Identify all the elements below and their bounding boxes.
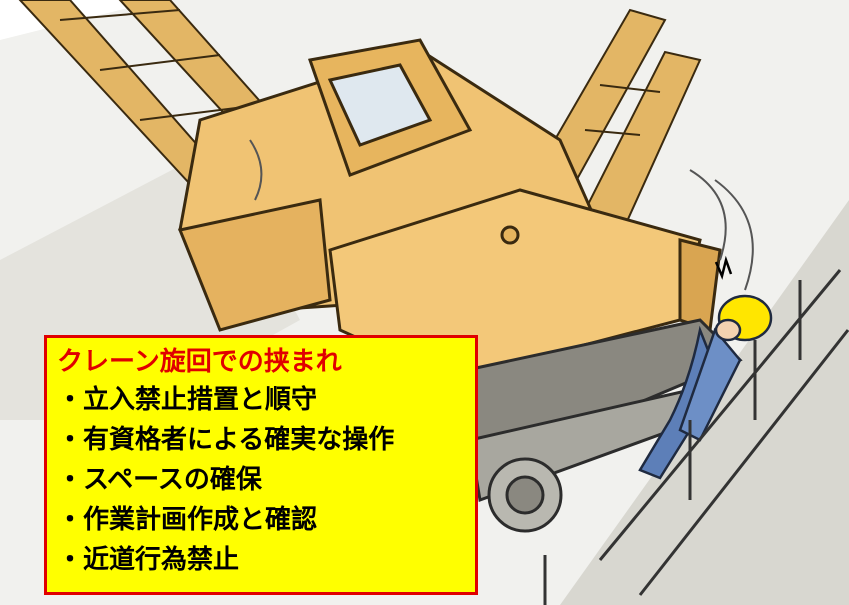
caption-line: ・有資格者による確実な操作 bbox=[57, 425, 395, 455]
motion-lines bbox=[249, 139, 754, 291]
worker-figure bbox=[638, 255, 773, 480]
caption-box: クレーン旋回での挟まれ ・立入禁止措置と順守 ・有資格者による確実な操作 ・スペ… bbox=[44, 335, 478, 595]
safety-fence bbox=[543, 269, 849, 605]
crane-body bbox=[177, 38, 722, 382]
caption-line: ・立入禁止措置と順守 bbox=[57, 385, 318, 415]
caption-line: ・近道行為禁止 bbox=[57, 545, 240, 575]
caption-title: クレーン旋回での挟まれ bbox=[57, 347, 342, 377]
caption-line: ・作業計画作成と確認 bbox=[57, 505, 318, 535]
caption-line: ・スペースの確保 bbox=[57, 465, 262, 495]
